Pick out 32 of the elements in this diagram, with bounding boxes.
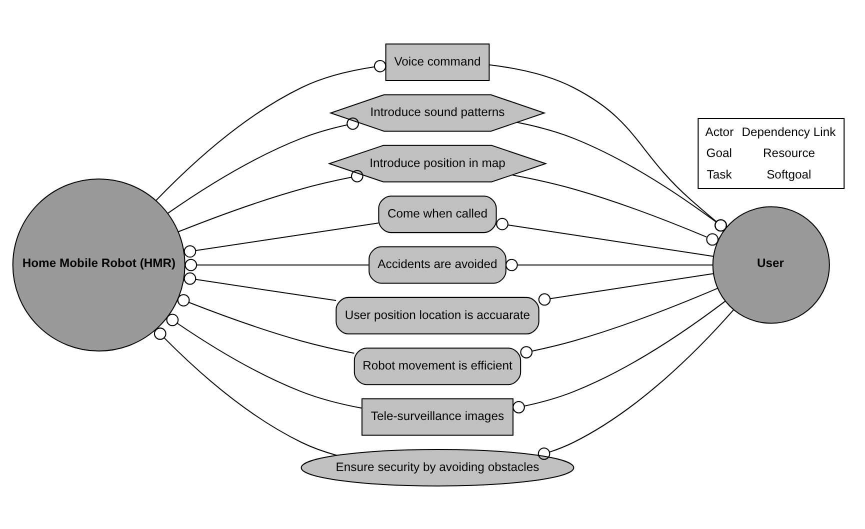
connector — [168, 116, 359, 214]
node-box: User position location is accuarate — [336, 296, 540, 334]
legend-label: Task — [706, 166, 732, 181]
connector — [496, 217, 714, 256]
connector — [516, 121, 727, 232]
connector — [177, 294, 354, 354]
node-box: Robot movement is efficient — [354, 347, 522, 385]
connector — [166, 313, 362, 408]
legend-label: Actor — [705, 124, 734, 138]
node-box: Come when called — [378, 195, 497, 233]
node-circle: User — [712, 206, 830, 324]
connector — [512, 174, 719, 246]
connector — [184, 272, 336, 301]
connector — [184, 222, 379, 258]
legend-label: Goal — [706, 146, 732, 160]
legend-label: Resource — [763, 146, 816, 160]
node-box: Tele-surveillance images — [361, 398, 514, 436]
connector — [184, 258, 369, 271]
connector — [538, 272, 714, 306]
connector — [512, 300, 726, 413]
node-circle: Home Mobile Robot (HMR) — [12, 178, 186, 352]
node-box: Voice command — [385, 43, 490, 81]
connector — [178, 169, 364, 232]
connector — [520, 287, 718, 358]
connector — [156, 59, 386, 200]
legend-label: Softgoal — [766, 166, 812, 181]
connector — [489, 64, 727, 232]
connector — [538, 308, 734, 460]
legend-label: Dependency Link — [742, 124, 836, 138]
node-box: Accidents are avoided — [368, 246, 506, 284]
connector — [154, 327, 337, 456]
connector — [506, 258, 713, 271]
